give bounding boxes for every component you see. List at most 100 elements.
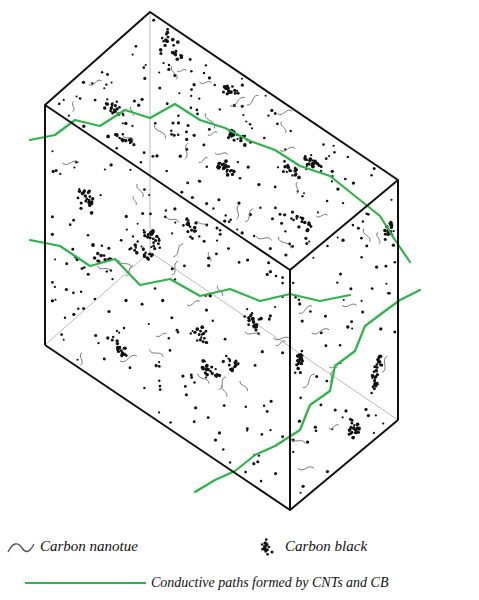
conductive-path [195,290,420,492]
carbon-black-particle [286,171,288,173]
carbon-black-particle [214,438,217,441]
carbon-black-particle [222,448,225,451]
carbon-black-particle [351,327,353,329]
carbon-black-particle [144,252,147,255]
carbon-black-particle [163,44,166,47]
carbon-black-particle [143,387,145,389]
carbon-black-particle [251,127,253,129]
carbon-black-particle [123,347,127,351]
carbon-black-particle [121,140,124,143]
carbon-black-particle [351,436,355,440]
carbon-black-particle [166,31,170,35]
carbon-black-particle [292,282,294,284]
carbon-black-particle [331,170,334,173]
carbon-black-particle [201,359,205,363]
carbon-black-particle [152,237,155,240]
carbon-black-particle [72,313,75,316]
carbon-black-particle [215,252,218,255]
carbon-black-particle [158,71,160,73]
carbon-black-particle [64,316,66,318]
carbon-black-particle [233,89,236,92]
carbon-black-particle [392,244,395,247]
carbon-black-particle [305,242,308,245]
hidden-edge [150,12,151,252]
carbon-black-particle [143,151,146,154]
carbon-black-particle [296,354,299,357]
carbon-nanotube [280,147,295,151]
carbon-black-particle [361,300,363,302]
carbon-black-particle [72,291,75,294]
carbon-black-particle [265,544,267,546]
carbon-black-particle [140,98,143,101]
carbon-black-particle [165,209,167,211]
carbon-black-particle [373,379,376,382]
carbon-black-particle [302,485,305,488]
carbon-nanotube [312,329,330,334]
carbon-black-particle [341,239,344,242]
carbon-black-particle [113,108,116,111]
carbon-black-particle [205,364,208,367]
carbon-black-particle [290,170,292,172]
carbon-nanotube [247,95,258,105]
carbon-black-particle [187,124,190,127]
carbon-black-particle [162,62,164,64]
carbon-black-particle [78,190,81,193]
carbon-black-particle [158,365,161,368]
carbon-black-particle [52,170,55,173]
carbon-black-particle [226,173,230,177]
carbon-black-particle [91,197,94,200]
carbon-black-particle [295,215,298,218]
carbon-black-particle [341,416,343,418]
carbon-black-particle [241,231,244,234]
carbon-black-particle [192,330,194,332]
carbon-black-particle [192,83,195,86]
fillers [51,19,396,494]
carbon-black-particle [298,420,301,423]
carbon-black-particle [365,245,368,248]
carbon-black-particle [351,422,354,425]
carbon-black-particle [242,114,244,116]
carbon-black-particle [123,347,125,349]
carbon-black-particle [222,90,225,93]
carbon-black-particle [294,173,298,177]
carbon-nanotube [63,161,80,165]
carbon-black-particle [115,147,118,150]
carbon-black-particle [281,276,284,279]
carbon-black-particle [284,253,287,256]
carbon-black-particle [274,112,277,115]
carbon-black-particle [51,215,54,218]
carbon-black-particle [375,265,378,268]
carbon-black-particle [267,114,269,116]
carbon-black-particle [317,211,319,213]
carbon-black-particle [284,230,286,232]
carbon-black-particle [190,376,193,379]
carbon-black-particle [389,223,391,225]
carbon-black-particle [339,344,342,347]
carbon-black-particle [384,233,387,236]
carbon-nanotube [171,66,177,79]
carbon-black-particle [193,331,196,334]
carbon-black-particle [241,78,243,80]
carbon-black-particle [319,403,322,406]
carbon-black-particle [375,369,379,373]
carbon-black-particle [229,90,233,94]
carbon-black-particle [129,366,132,369]
carbon-black-particle [103,358,106,361]
carbon-black-particle [216,227,219,230]
carbon-black-particle [299,361,303,365]
carbon-black-particle [298,302,301,305]
carbon-black-particle [176,329,179,332]
carbon-black-particle [184,385,187,388]
carbon-black-particle [249,123,252,126]
carbon-nanotube [382,356,387,372]
carbon-black-particle [304,237,307,240]
carbon-black-particle [168,64,171,67]
carbon-black-particle [226,171,228,173]
carbon-black-particle [237,161,239,163]
carbon-black-particle [155,364,158,367]
carbon-black-particle [105,83,107,85]
carbon-black-particle [104,168,106,170]
carbon-black-particle [378,355,380,357]
carbon-black-particle [82,81,85,84]
